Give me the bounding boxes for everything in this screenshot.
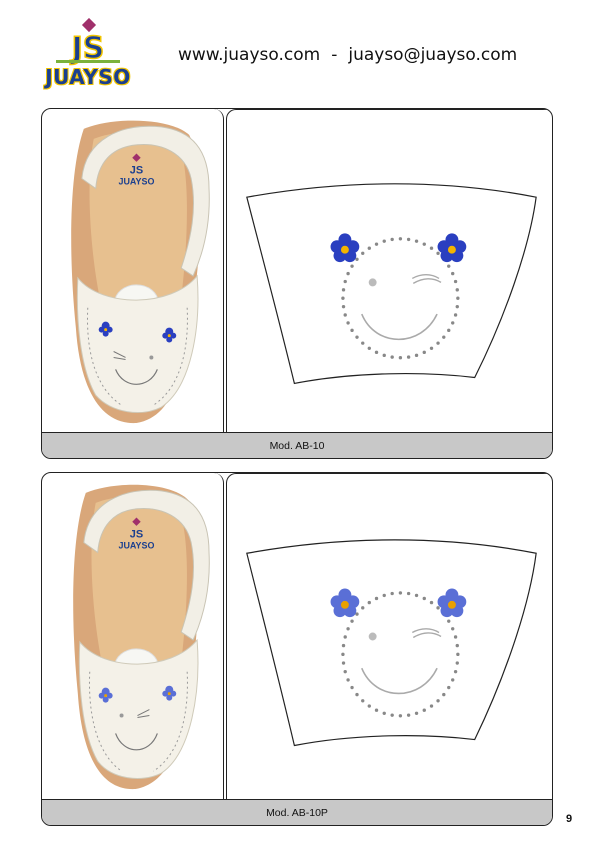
pattern-flower-left-icon — [330, 588, 360, 618]
sandal-image-2: JS JUAYSO — [73, 484, 210, 790]
shoe-flower-right-icon — [162, 327, 177, 343]
email-link[interactable]: juayso@juayso.com — [348, 45, 518, 65]
svg-text:JS: JS — [130, 529, 143, 541]
pattern-flower-right-icon — [437, 588, 467, 618]
shoe-flower-left-icon — [98, 687, 113, 703]
dotted-face-ring-1 — [341, 237, 460, 360]
sandal-image-1: JS JUAYSO — [71, 120, 210, 424]
pattern-flower-left-icon — [330, 233, 360, 263]
contact-separator: - — [331, 45, 338, 65]
dotted-face-ring-2 — [341, 591, 460, 718]
juayso-logo: JS JUAYSO — [40, 17, 136, 89]
model-panel-2: JS JUAYSO — [41, 472, 553, 826]
shoe-photo-1: JS JUAYSO — [42, 109, 224, 432]
model-panel-1: JS JUAYSO — [41, 108, 553, 459]
pattern-drawing-2 — [226, 473, 552, 799]
pattern-drawing-1 — [226, 109, 552, 432]
svg-text:JS: JS — [130, 165, 143, 177]
contact-line: www.juayso.com-juayso@juayso.com — [178, 45, 517, 65]
shoe-flower-left-icon — [98, 321, 113, 337]
website-link[interactable]: www.juayso.com — [178, 45, 321, 65]
shoe-flower-right-icon — [162, 685, 177, 701]
logo-brand-name: JUAYSO — [45, 65, 131, 89]
smiley-pattern-1 — [246, 183, 537, 385]
model-caption-2: Mod. AB-10P — [42, 799, 552, 825]
logo-mark-icon: JS — [56, 17, 120, 67]
smiley-pattern-2 — [246, 539, 537, 747]
shoe-photo-2: JS JUAYSO — [42, 473, 224, 799]
svg-text:JUAYSO: JUAYSO — [119, 541, 155, 551]
model-caption-1: Mod. AB-10 — [42, 432, 552, 458]
svg-text:JUAYSO: JUAYSO — [119, 177, 155, 187]
page-number: 9 — [566, 813, 573, 825]
pattern-flower-right-icon — [437, 233, 467, 263]
